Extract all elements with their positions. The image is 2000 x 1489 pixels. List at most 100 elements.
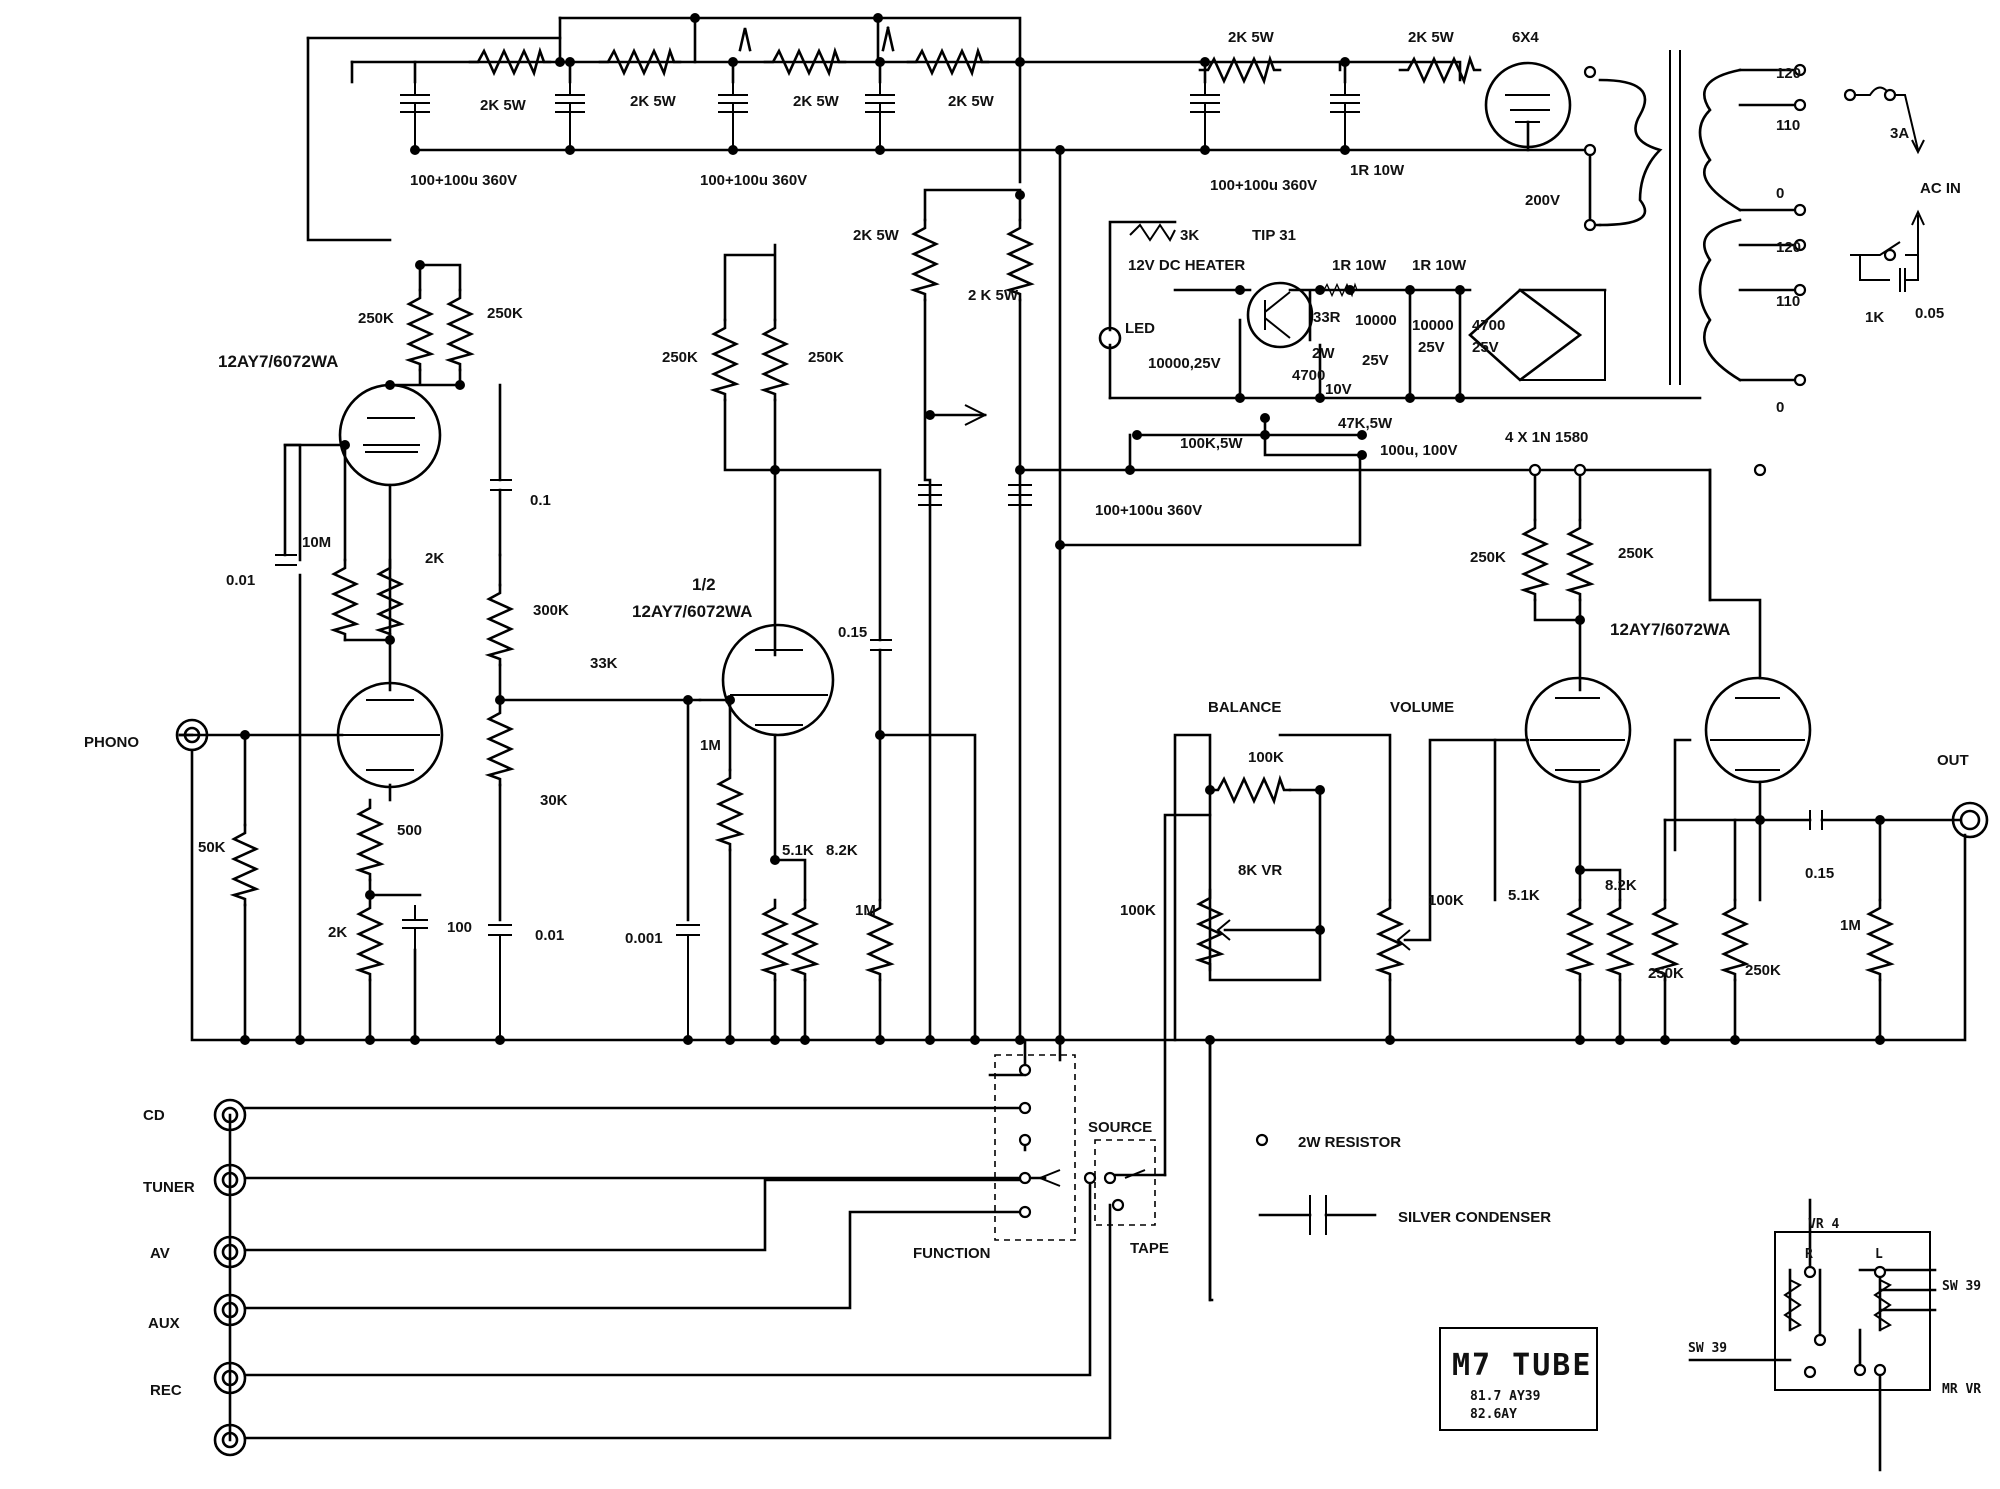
- label-r-2k5w-5: 2K 5W: [1228, 29, 1275, 46]
- label-fuse: 3A: [1890, 125, 1909, 142]
- label-r-100k-bal: 100K: [1248, 749, 1284, 766]
- inset-sw-bottom: MR VR: [1942, 1382, 1981, 1397]
- inset-sw-left: SW 39: [1688, 1341, 1727, 1356]
- label-stage2-tube: 12AY7/6072WA: [632, 602, 752, 621]
- label-stage2-r-1m: 1M: [700, 737, 721, 754]
- label-stage2-r-5-1k: 5.1K: [782, 842, 814, 859]
- label-r-33k: 33K: [590, 655, 618, 672]
- label-tap-120-a: 120: [1776, 65, 1801, 82]
- label-c-4700-c: 4700: [1472, 317, 1505, 334]
- label-c-10000-a: 10000: [1355, 312, 1397, 329]
- label-c-10000-c: 10000: [1412, 317, 1454, 334]
- label-c-100: 100: [447, 919, 472, 936]
- stamp-line1: 81.7 AY39: [1470, 1389, 1540, 1404]
- label-r-33r: 33R: [1313, 309, 1341, 326]
- label-r-3k: 3K: [1180, 227, 1199, 244]
- label-r-2k5w-1: 2K 5W: [480, 97, 527, 114]
- label-c-100u: 100u, 100V: [1380, 442, 1458, 459]
- ground-bus: [190, 443, 1967, 1045]
- legend: [1255, 1133, 1377, 1235]
- label-stage2-r-1m-b: 1M: [855, 902, 876, 919]
- label-filter-caps-1: 100+100u 360V: [410, 172, 517, 189]
- label-input-tuner: TUNER: [143, 1179, 195, 1196]
- label-line-r-250k-d: 250K: [1745, 962, 1781, 979]
- heater-supply: [1098, 220, 1702, 460]
- inset-r: R: [1805, 1247, 1813, 1262]
- label-stage2-r-250k-b: 250K: [808, 349, 844, 366]
- label-c-10000-d: 25V: [1418, 339, 1445, 356]
- label-line-r-250k-c: 250K: [1648, 965, 1684, 982]
- label-r-300k: 300K: [533, 602, 569, 619]
- label-function: FUNCTION: [913, 1245, 991, 1262]
- label-input-cd: CD: [143, 1107, 165, 1124]
- input-jacks: [213, 813, 1212, 1457]
- label-phono-r-2k: 2K: [425, 550, 444, 567]
- label-phono-input: PHONO: [84, 734, 139, 751]
- label-vr-mark: 8K VR: [1238, 862, 1282, 879]
- label-r-2k5w-6: 2K 5W: [1408, 29, 1455, 46]
- label-filter-caps-4: 100+100u 360V: [1095, 502, 1202, 519]
- label-tap-0-a: 0: [1776, 185, 1784, 202]
- stamp-title: M7 TUBE: [1452, 1348, 1592, 1383]
- label-input-av: AV: [150, 1245, 170, 1262]
- power-filter-chain: [306, 13, 1592, 1042]
- label-c-4700-d: 25V: [1472, 339, 1499, 356]
- label-tap-0-b: 0: [1776, 399, 1784, 416]
- label-tap-110-a: 110: [1776, 117, 1800, 134]
- label-r-2k5w-vertical: 2 K 5W: [968, 287, 1019, 304]
- label-phono-r-250k-b: 250K: [487, 305, 523, 322]
- label-phono-tube: 12AY7/6072WA: [218, 352, 338, 371]
- labels: 2K 5W 2K 5W 2K 5W 2K 5W 2K 5W 2K 5W 6X4 …: [84, 29, 1981, 1422]
- label-rectifier-tube: 6X4: [1512, 29, 1539, 46]
- label-r-2k5w-4: 2K 5W: [948, 93, 995, 110]
- label-c-01: 0.1: [530, 492, 551, 509]
- label-r-100k5w: 100K,5W: [1180, 435, 1243, 452]
- label-r-30k: 30K: [540, 792, 568, 809]
- label-tap-110-b: 110: [1776, 293, 1800, 310]
- label-c-4700-b: 10V: [1325, 381, 1352, 398]
- inset-l: L: [1875, 1247, 1883, 1262]
- label-heater: 12V DC HEATER: [1128, 257, 1245, 274]
- label-c-10000-b: 25V: [1362, 352, 1389, 369]
- label-legend-2w: 2W RESISTOR: [1298, 1134, 1401, 1151]
- label-input-aux: AUX: [148, 1315, 180, 1332]
- label-stage2-r-8-2k: 8.2K: [826, 842, 858, 859]
- label-stage2-r-2k5w: 2K 5W: [853, 227, 900, 244]
- label-volume: VOLUME: [1390, 699, 1454, 716]
- label-line-r-1m: 1M: [1840, 917, 1861, 934]
- label-phono-r-2k-b: 2K: [328, 924, 347, 941]
- label-tape: TAPE: [1130, 1240, 1169, 1257]
- label-r-10m: 10M: [302, 534, 331, 551]
- label-balance: BALANCE: [1208, 699, 1281, 716]
- label-line-r-5-1k: 5.1K: [1508, 887, 1540, 904]
- label-phono-r-250k-a: 250K: [358, 310, 394, 327]
- vr-inset: [1688, 1198, 1937, 1472]
- label-c-10000-25v: 10000,25V: [1148, 355, 1221, 372]
- label-line-r-250k-a: 250K: [1470, 549, 1506, 566]
- label-diodes: 4 X 1N 1580: [1505, 429, 1588, 446]
- label-source: SOURCE: [1088, 1119, 1152, 1136]
- label-half: 1/2: [692, 575, 716, 594]
- label-output: OUT: [1937, 752, 1969, 769]
- label-filter-caps-3: 100+100u 360V: [1210, 177, 1317, 194]
- label-vr-vol: 100K: [1428, 892, 1464, 909]
- rectifier-tube-6x4: [1484, 61, 1572, 152]
- title-stamp: [1439, 1327, 1598, 1431]
- label-line-tube: 12AY7/6072WA: [1610, 620, 1730, 639]
- label-r-2k5w-2: 2K 5W: [630, 93, 677, 110]
- label-vr-bal: 100K: [1120, 902, 1156, 919]
- stamp-line2: 82.6AY: [1470, 1407, 1517, 1422]
- label-c-0001: 0.001: [625, 930, 663, 947]
- label-led: LED: [1125, 320, 1155, 337]
- phono-stage: [175, 260, 702, 1040]
- label-heater-r-1r10w-b: 1R 10W: [1412, 257, 1467, 274]
- label-r-47k5w: 47K,5W: [1338, 415, 1393, 432]
- label-r-2k5w-3: 2K 5W: [793, 93, 840, 110]
- label-c-4700-a: 4700: [1292, 367, 1325, 384]
- label-c-001: 0.01: [226, 572, 255, 589]
- inset-vr: VR 4: [1808, 1217, 1839, 1232]
- label-c-001b: 0.01: [535, 927, 564, 944]
- line-stage: [1173, 463, 1989, 1302]
- label-r-33r-2w: 2W: [1312, 345, 1335, 362]
- label-r-1r10w: 1R 10W: [1350, 162, 1405, 179]
